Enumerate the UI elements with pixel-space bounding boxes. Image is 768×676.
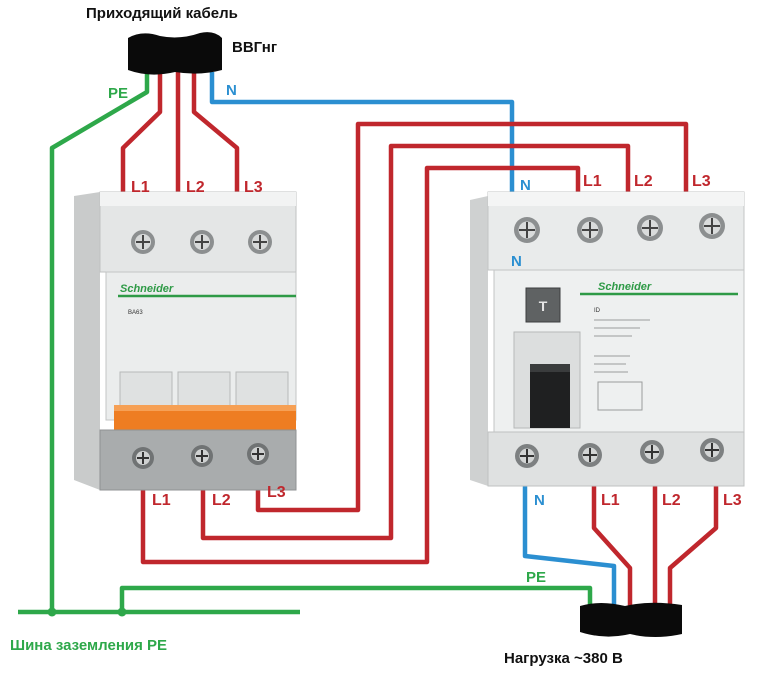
rcd-toggle-lever[interactable]: [530, 364, 570, 428]
load-cable: [580, 602, 682, 637]
n-label-top: N: [226, 82, 237, 99]
breaker-top-screw-3: [248, 230, 272, 254]
rcd-bottom-screw-l2: [640, 440, 664, 464]
l1-wire-breaker-to-rcd: [140, 165, 581, 565]
rcd-bottom-screw-n: [515, 444, 539, 468]
pe-wire-incoming: [49, 72, 150, 612]
rcd-n-bottom-label: N: [534, 492, 545, 509]
breaker-brand: Schneider: [120, 283, 174, 295]
rcd-bottom-screw-l1: [578, 443, 602, 467]
phase-wires-top: [120, 72, 240, 200]
ground-bus-node-2: [117, 607, 127, 617]
breaker-l3-bottom-label: L3: [267, 484, 286, 501]
cable-type-label: ВВГнг: [232, 39, 277, 56]
rcd-top-screw-l3: [699, 213, 725, 239]
breaker-toggle-handle[interactable]: [114, 405, 296, 435]
rcd-test-button-label: T: [539, 298, 548, 314]
ground-wires: [18, 72, 593, 615]
phase-wires-load: [591, 478, 719, 612]
n-wire-load: [522, 478, 617, 612]
rcd-n-top-label: N: [520, 177, 531, 194]
phase-wires-middle: [140, 121, 689, 565]
breaker-l3-top-label: L3: [244, 179, 263, 196]
ground-bus-label: Шина заземления PE: [10, 637, 167, 654]
breaker-bottom-screw-1: [132, 447, 154, 469]
breaker-bottom-screw-3: [247, 443, 269, 465]
rcd-test-button[interactable]: [525, 287, 561, 323]
rcd-model: ID: [594, 308, 601, 314]
l2-wire-breaker-to-rcd: [200, 143, 631, 541]
rcd-top-screw-l1: [577, 217, 603, 243]
load-label: Нагрузка ~380 В: [504, 650, 623, 667]
breaker-bottom-screw-2: [191, 445, 213, 467]
l1-wire-rcd-to-load: [591, 478, 633, 612]
breaker-l1-top-label: L1: [131, 179, 150, 196]
rcd-l1-bottom-label: L1: [601, 492, 620, 509]
circuit-breaker: Schneider BA63: [74, 191, 297, 491]
pe-label-load: PE: [526, 569, 546, 586]
incoming-cable-title: Приходящий кабель: [86, 5, 238, 22]
rcd-l2-bottom-label: L2: [662, 492, 681, 509]
breaker-l1-bottom-label: L1: [152, 492, 171, 509]
rcd-device: Schneider ID T: [470, 191, 745, 487]
rcd-l2-top-label: L2: [634, 173, 653, 190]
pe-label-top: PE: [108, 85, 128, 102]
l3-wire-rcd-to-load: [667, 478, 719, 612]
rcd-top-screw-n: [514, 217, 540, 243]
incoming-cable: [128, 32, 222, 75]
rcd-n-side-label: N: [511, 253, 522, 270]
l3-wire-cable-to-breaker: [191, 72, 240, 200]
breaker-top-screw-1: [131, 230, 155, 254]
rcd-l3-top-label: L3: [692, 173, 711, 190]
rcd-bottom-screw-l3: [700, 438, 724, 462]
breaker-l2-top-label: L2: [186, 179, 205, 196]
l1-wire-cable-to-breaker: [120, 72, 163, 200]
breaker-l2-bottom-label: L2: [212, 492, 231, 509]
breaker-top-screw-2: [190, 230, 214, 254]
rcd-top-screw-l2: [637, 215, 663, 241]
rcd-l3-bottom-label: L3: [723, 492, 742, 509]
rcd-brand: Schneider: [598, 281, 652, 293]
rcd-l1-top-label: L1: [583, 173, 602, 190]
ground-bus-node-1: [47, 607, 57, 617]
l3-wire-breaker-to-rcd: [255, 121, 689, 513]
pe-wire-load: [119, 585, 593, 612]
neutral-wires: [209, 72, 617, 612]
breaker-model: BA63: [128, 310, 143, 316]
n-wire-incoming: [209, 72, 515, 196]
